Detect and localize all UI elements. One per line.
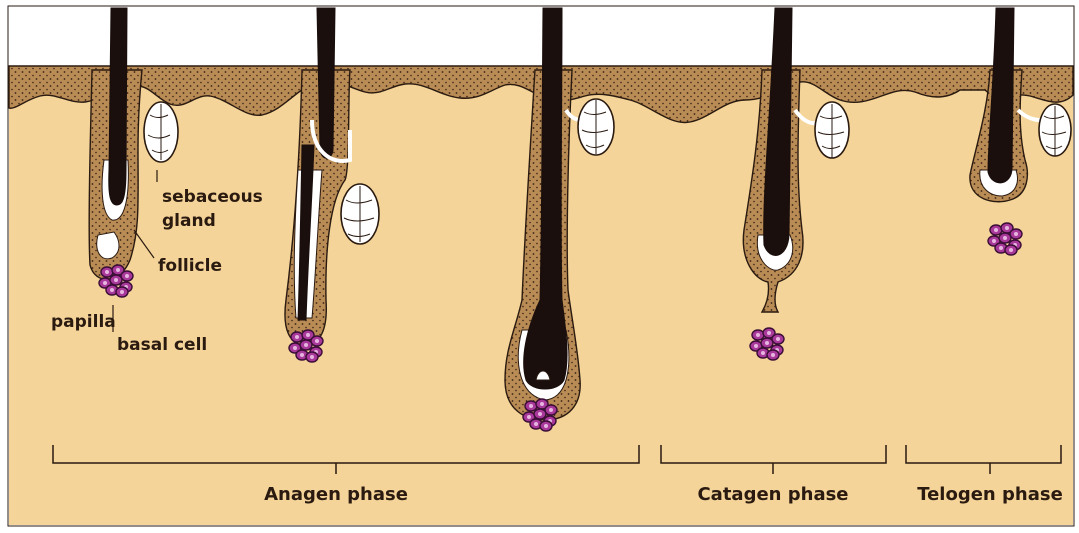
basal-cell-nucleus [754,344,758,348]
basal-cell-nucleus [767,331,771,335]
phase-label-telogen: Telogen phase [917,484,1063,505]
label-basal-cell: basal cell [117,335,207,355]
basal-cell-nucleus [540,402,544,406]
basal-cell-nucleus [116,268,120,272]
basal-cell-nucleus [1005,226,1009,230]
label-papilla: papilla [51,312,116,332]
follicle-1-bulb-sheath [97,232,119,259]
basal-cell-nucleus [999,246,1003,250]
basal-cell-nucleus [125,274,129,278]
follicle-1-hair [109,8,127,205]
basal-cell-nucleus [310,355,314,359]
phase-label-catagen: Catagen phase [697,484,848,505]
phase-label-anagen: Anagen phase [264,484,408,505]
basal-cell-nucleus [776,337,780,341]
basal-cell-nucleus [1009,248,1013,252]
basal-cell-nucleus [1014,232,1018,236]
label-sebaceous: sebaceous [162,187,263,207]
basal-cell-nucleus [534,422,538,426]
basal-cell-nucleus [300,353,304,357]
basal-cell-nucleus [1003,236,1007,240]
basal-cell-nucleus [992,239,996,243]
basal-cell-nucleus [120,290,124,294]
basal-cell-nucleus [306,333,310,337]
basal-cell-nucleus [538,412,542,416]
basal-cell-nucleus [304,343,308,347]
label-gland: gland [162,211,216,231]
basal-cell-nucleus [293,346,297,350]
basal-cell-nucleus [105,270,109,274]
basal-cell-nucleus [771,353,775,357]
basal-cell-nucleus [761,351,765,355]
basal-cell-nucleus [114,278,118,282]
basal-cell-nucleus [544,424,548,428]
basal-cell-nucleus [756,333,760,337]
basal-cell-nucleus [110,288,114,292]
basal-cell-nucleus [765,341,769,345]
basal-cell-nucleus [994,228,998,232]
label-follicle: follicle [158,256,222,276]
basal-cell-nucleus [295,335,299,339]
basal-cell-nucleus [527,415,531,419]
basal-cell-nucleus [315,339,319,343]
basal-cell-nucleus [529,404,533,408]
basal-cell-nucleus [103,281,107,285]
basal-cell-nucleus [549,408,553,412]
